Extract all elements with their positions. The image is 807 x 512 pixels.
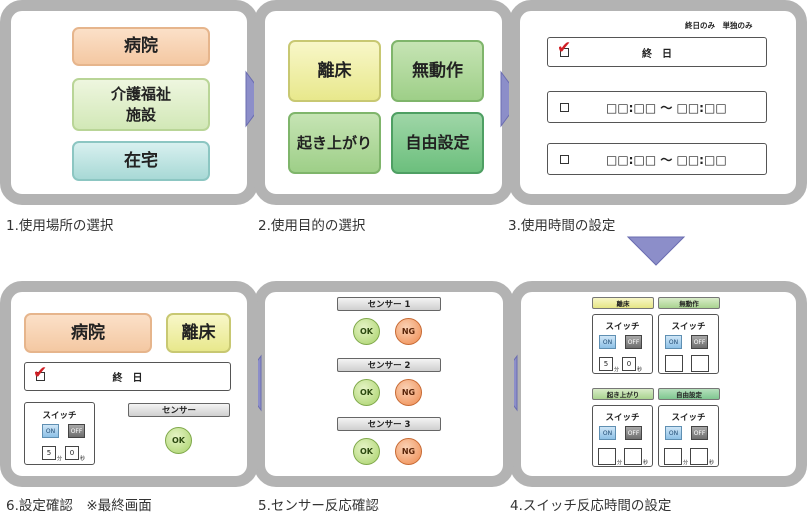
checkmark-icon: ✔: [557, 38, 572, 58]
no-motion-tag: 無動作: [658, 297, 720, 309]
seconds-field[interactable]: [691, 355, 709, 372]
switch-box-3: スイッチ ON OFF 分 秒: [592, 405, 653, 467]
free-setting-tag: 自由設定: [658, 388, 720, 400]
sensor-1-label: センサー 1: [337, 297, 441, 311]
selected-purpose-box: 離床: [166, 313, 231, 353]
switch-box-2: スイッチ ON OFF: [658, 314, 719, 374]
wake-up-label: 起き上がり: [296, 133, 372, 152]
no-motion-button[interactable]: 無動作: [391, 40, 484, 102]
step1-caption: 1.使用場所の選択: [6, 218, 114, 234]
final-sensor-ok-indicator: OK: [165, 427, 192, 454]
switch-label: スイッチ: [671, 413, 706, 423]
minutes-unit: 分: [617, 460, 623, 466]
seconds-field[interactable]: [624, 448, 642, 465]
checkmark-icon: ✔: [33, 363, 48, 383]
minutes-field[interactable]: 5: [599, 357, 613, 371]
switch-box-4: スイッチ ON OFF 分 秒: [658, 405, 719, 467]
care-facility-label-1: 介護福祉: [110, 85, 171, 104]
wake-up-tag: 起き上がり: [592, 388, 654, 400]
step3-caption: 3.使用時間の設定: [508, 218, 616, 234]
sensor-3-label: センサー 3: [337, 417, 441, 431]
home-button[interactable]: 在宅: [72, 141, 210, 181]
leave-bed-tag: 離床: [592, 297, 654, 309]
seconds-unit: 秒: [80, 456, 86, 462]
sensor-2-ng-indicator: NG: [395, 379, 422, 406]
checkbox: [36, 372, 45, 381]
arrow-down-icon: [626, 236, 686, 266]
sensor-3-ok-indicator: OK: [353, 438, 380, 465]
switch-label: スイッチ: [671, 322, 706, 332]
time-range-label-1: □□:□□ ～ □□:□□: [606, 100, 727, 115]
minutes-unit: 分: [683, 460, 689, 466]
sensor-2-label: センサー 2: [337, 358, 441, 372]
step2-caption: 2.使用目的の選択: [258, 218, 366, 234]
selected-purpose-label: 離床: [181, 322, 216, 343]
hospital-button[interactable]: 病院: [72, 27, 210, 66]
time-range-row-2[interactable]: □□:□□ ～ □□:□□: [547, 143, 767, 175]
switch-label: スイッチ: [605, 413, 640, 423]
seconds-unit: 秒: [709, 460, 715, 466]
sensor-1-ok-indicator: OK: [353, 318, 380, 345]
off-button[interactable]: OFF: [625, 335, 642, 349]
seconds-unit: 秒: [643, 460, 649, 466]
sensor-3-ng-indicator: NG: [395, 438, 422, 465]
wake-up-button[interactable]: 起き上がり: [288, 112, 381, 174]
checkbox[interactable]: [560, 103, 569, 112]
seconds-unit: 秒: [637, 367, 643, 373]
switch-label: スイッチ: [605, 322, 640, 332]
leave-bed-button[interactable]: 離床: [288, 40, 381, 102]
care-facility-label-2: 施設: [125, 105, 156, 124]
selected-place-box: 病院: [24, 313, 152, 353]
sensor-2-ok-indicator: OK: [353, 379, 380, 406]
on-button[interactable]: ON: [665, 426, 682, 440]
switch-label: スイッチ: [42, 411, 77, 421]
off-button[interactable]: OFF: [691, 335, 708, 349]
off-button[interactable]: OFF: [625, 426, 642, 440]
selected-time-label: 終 日: [112, 373, 143, 384]
seconds-field[interactable]: 0: [622, 357, 636, 371]
seconds-field[interactable]: [690, 448, 708, 465]
switch-box-1: スイッチ ON OFF 5 分 0 秒: [592, 314, 653, 374]
options-label: 終日のみ 単独のみ: [685, 21, 753, 30]
minutes-unit: 分: [614, 367, 620, 373]
time-range-row-1[interactable]: □□:□□ ～ □□:□□: [547, 91, 767, 123]
checkbox[interactable]: [560, 155, 569, 164]
final-switch-box: スイッチ ON OFF 5 分 0 秒: [24, 402, 95, 465]
minutes-field[interactable]: [665, 355, 683, 372]
on-button[interactable]: ON: [599, 426, 616, 440]
all-day-label: 終 日: [642, 48, 672, 60]
minutes-field: 5: [42, 446, 56, 460]
home-label: 在宅: [124, 150, 158, 171]
on-button[interactable]: ON: [665, 335, 682, 349]
checkbox[interactable]: [560, 48, 569, 57]
final-sensor-label: センサー: [128, 403, 230, 417]
care-facility-button[interactable]: 介護福祉 施設: [72, 78, 210, 131]
sensor-1-ng-indicator: NG: [395, 318, 422, 345]
hospital-label: 病院: [124, 36, 158, 57]
selected-time-row: ✔ 終 日: [24, 362, 231, 391]
selected-place-label: 病院: [71, 322, 105, 343]
step5-panel: [254, 281, 514, 487]
time-range-label-2: □□:□□ ～ □□:□□: [606, 152, 727, 167]
free-setting-label: 自由設定: [405, 133, 470, 153]
on-button[interactable]: ON: [599, 335, 616, 349]
minutes-field[interactable]: [598, 448, 616, 465]
free-setting-button[interactable]: 自由設定: [391, 112, 484, 174]
off-button[interactable]: OFF: [691, 426, 708, 440]
seconds-field: 0: [65, 446, 79, 460]
minutes-unit: 分: [57, 456, 63, 462]
step4-caption: 4.スイッチ反応時間の設定: [510, 498, 672, 512]
on-button: ON: [42, 424, 59, 438]
minutes-field[interactable]: [664, 448, 682, 465]
off-button: OFF: [68, 424, 85, 438]
step6-caption: 6.設定確認 ※最終画面: [6, 498, 152, 512]
all-day-row[interactable]: ✔ 終 日: [547, 37, 767, 67]
leave-bed-label: 離床: [317, 60, 352, 81]
no-motion-label: 無動作: [412, 60, 463, 81]
step2-panel: [254, 0, 513, 205]
step5-caption: 5.センサー反応確認: [258, 498, 379, 512]
